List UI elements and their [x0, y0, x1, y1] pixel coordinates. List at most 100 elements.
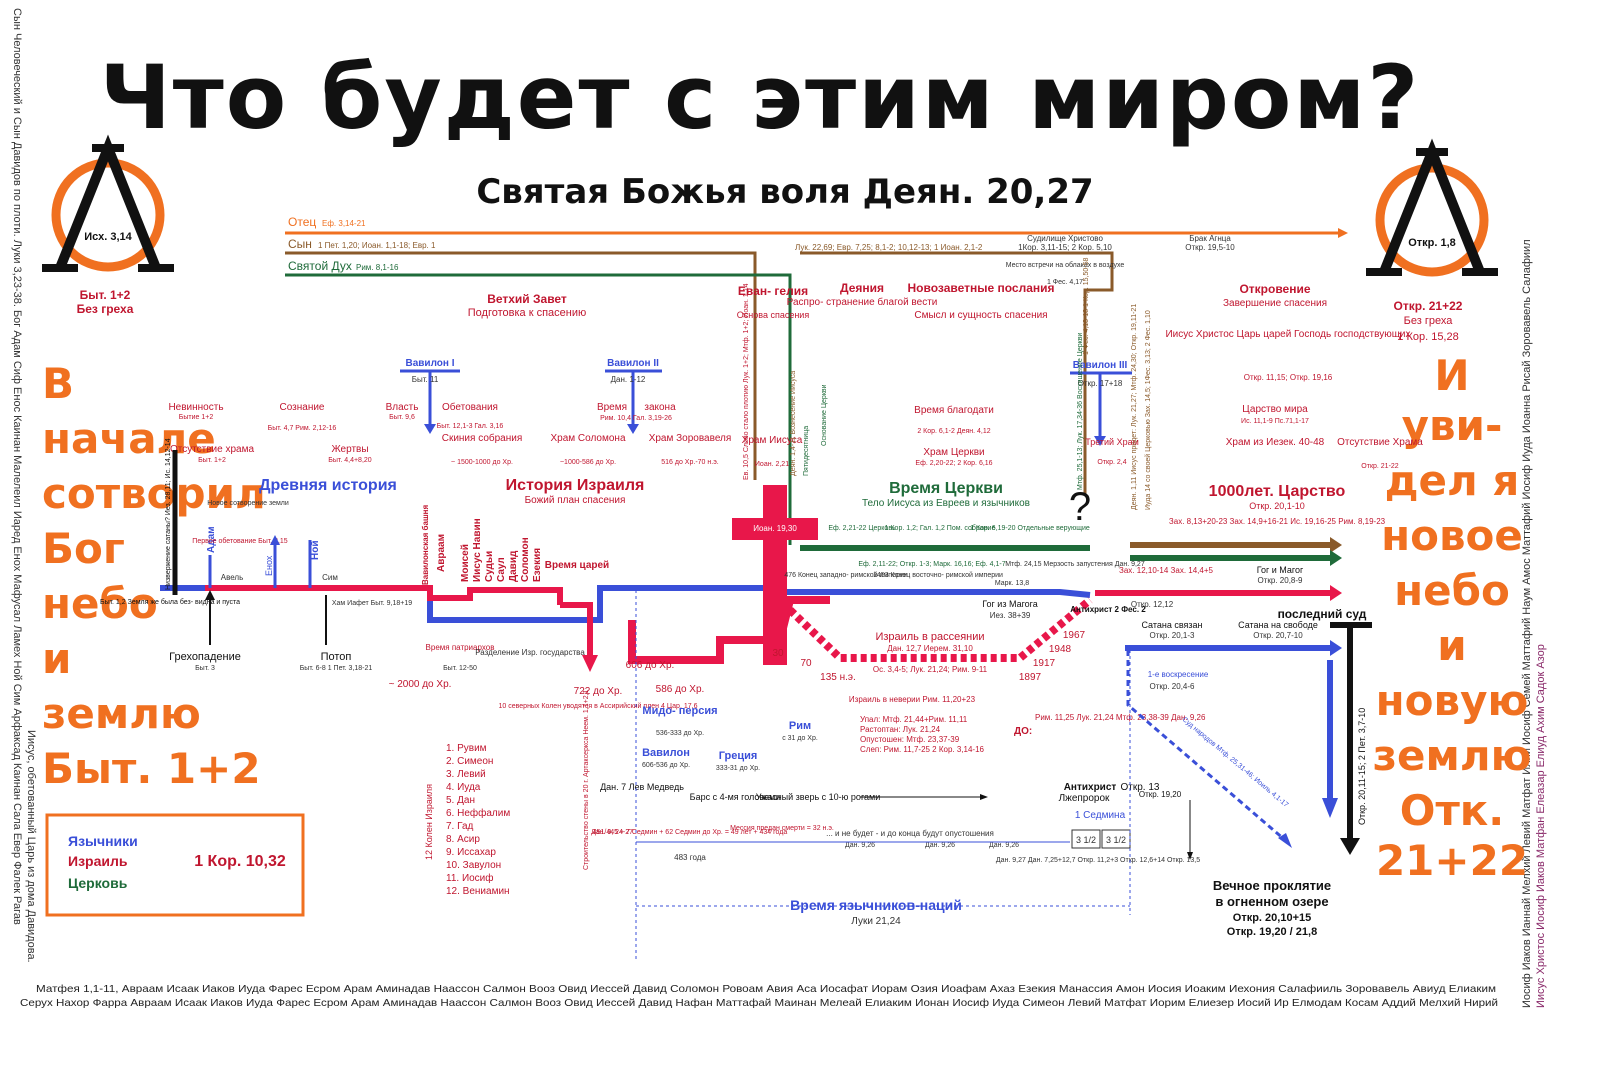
tribe-item: 8. Асир [446, 834, 480, 845]
son-long-ref: Лук. 22,69; Евр. 7,25; 8,1-2; 10,12-13; … [795, 243, 983, 252]
solomon: Соломон [520, 537, 531, 582]
new-creation: Новое сотворение земли [207, 500, 289, 507]
innocence: Невинность [168, 402, 223, 413]
kingdom-split: Разделение Изр. государства [475, 648, 585, 657]
right-big-line: небо [1394, 566, 1510, 615]
tabernacle: Скиния собрания [442, 432, 523, 444]
walls-ref: Строительство стены в 20 г. Артаксеркса … [583, 689, 590, 870]
law-ref: Рим. 10,4 Гал. 3,19-26 [600, 415, 672, 422]
half-week-1 [1071, 829, 1101, 849]
acts-sub: Распро- странение благой вести [787, 296, 938, 308]
right-big-line: землю [1373, 731, 1532, 780]
cross-dates: Ос. 3,4-5; Лук. 21,24; Рим. 9-11 [873, 665, 988, 674]
babel: Вавилонская башня [421, 505, 430, 585]
era-millennium: 1000лет. Царство [1209, 483, 1346, 500]
conscience-ref: Быт. 4,7 Рим. 2,12-16 [268, 425, 337, 432]
tribe-item: 7. Гад [446, 821, 474, 832]
pentecost-ref: Пятидесятница [803, 426, 810, 476]
refs-bottom: Дан. 9,27 Дан. 7,25+12,7 Откр. 11,2+3 От… [996, 857, 1200, 864]
genealogy-line-1: Матфея 1,1-11, Авраам Исаак Иаков Иуда Ф… [36, 983, 1496, 995]
alpha-right-caption-3: 1 Кор. 15,28 [1397, 331, 1458, 343]
third-temple: Третий Храм [1085, 437, 1139, 447]
law-time: Время [597, 402, 627, 413]
y722: 722 до Хр. [574, 686, 623, 697]
subtitle: Святая Божья воля Деян. 20,27 [476, 172, 1093, 212]
era-church-sub: Тело Иисуса из Евреев и язычников [862, 498, 1030, 509]
half-week-1-label: 3 1/2 [1076, 835, 1096, 845]
gog-ref: Иез. 38+39 [990, 611, 1031, 620]
flood-ref: Быт. 6-8 1 Пет. 3,18-21 [300, 665, 373, 672]
unbelief: Израиль в неверии Рим. 11,20+23 [849, 695, 976, 704]
empire-rome-ref: с 31 до Хр. [782, 735, 818, 742]
satan-bound-ref: Откр. 20,1-3 [1150, 631, 1196, 640]
dan-925: Дан. 9, 24-27 [591, 829, 633, 836]
tribe-item: 2. Симеон [446, 756, 493, 767]
nations-judgment-arrow-icon [1278, 833, 1292, 848]
son-label: Сын [288, 237, 312, 251]
gog: Гог из Магога [982, 599, 1038, 609]
right-vertical-genealogy: Иисус Христос Иосиф Иаков Матфан Елеазар… [1535, 644, 1547, 1008]
babylon-1: Вавилон I Быт. 11 [400, 358, 460, 434]
dispersion: Израиль в рассеянии [875, 631, 984, 643]
y135: 135 н.э. [820, 672, 856, 683]
left-vertical-genealogy: Сын Человеческий и Сын Давидов по плоти.… [11, 8, 23, 925]
main-title: Что будет с этим миром? [100, 46, 1421, 149]
church-ref-1: Еф. 2,21-22 Церковь [828, 525, 896, 532]
babylon-2: Вавилон II Дан. 1-12 [605, 358, 662, 434]
tribes-list: 1. Рувим 2. Симеон 3. Левий 4. Иуда 5. Д… [446, 743, 510, 897]
grace: Время благодати [914, 404, 994, 416]
eternal-line-3: Откр. 20,10+15 [1233, 912, 1311, 924]
satan-fall: Низвержение сатаны? Иез. 28,11; Ис. 14,1… [165, 438, 172, 590]
joshua: Иисус Навин [472, 518, 483, 582]
church-arrow-icon [1330, 550, 1342, 566]
antichrist-2: Антихрист 2 Фес. 2 [1070, 605, 1146, 614]
alpha-right-caption-2: Без греха [1404, 315, 1454, 327]
dan-926-3: Дан. 9,26 [989, 842, 1019, 849]
svg-text:Вавилон II: Вавилон II [607, 358, 659, 369]
leopard: Барс с 4-мя головами [690, 792, 781, 802]
second-coming-ref: Мтф. 25,1-13; Лук. 17,34-36 Восхищение Ц… [1077, 333, 1084, 490]
patriarchs: Время патриархов [426, 643, 495, 652]
messiah: Мессия предан смерти = 32 н.э. [730, 825, 834, 832]
left-big-line: и [42, 634, 71, 683]
son-line-2 [800, 251, 1114, 495]
abel: Авель [221, 573, 244, 582]
do-refs: Рим. 11,25 Лук. 21,24 Мтф. 23,38-39 Дан.… [1035, 713, 1206, 722]
opustoshen: Опустошен: Мтф. 23,37-39 [860, 735, 960, 744]
west-rome: 476 Конец западно- римской империи [784, 571, 907, 579]
antichrist-ref: Откр. 13 [1121, 782, 1160, 793]
moses: Моисей [460, 544, 471, 582]
ot-title: Ветхий Завет [487, 292, 567, 306]
ot-sub: Подготовка к спасению [468, 307, 586, 319]
jesus-temple-ref: Иоан. 2,21 [755, 461, 789, 468]
saul: Саул [496, 557, 507, 582]
sacrifices-ref: Быт. 4,4+8,20 [328, 457, 371, 464]
promise: Обетования [442, 401, 498, 413]
first-resurrection: 1-е воскресение [1148, 670, 1209, 679]
judges: Судьи [484, 551, 495, 582]
church-ref-2: 1 Кор. 1,2; Гал. 1,2 Пом. собрание [885, 524, 996, 532]
conscience: Сознание [279, 402, 324, 413]
y30: 30 [772, 648, 784, 659]
gog-2-ref: Откр. 20,8-9 [1258, 576, 1304, 585]
alpha-left-caption-1: Быт. 1+2 [80, 288, 131, 302]
left-big-line: небо [42, 579, 158, 628]
acts-title: Деяния [840, 281, 884, 295]
noah: Ной [310, 541, 321, 560]
right-big-text: И уви- дел я новое небо и новую землю От… [1373, 351, 1532, 885]
desolation: ... и не будет - и до конца будут опусто… [826, 829, 994, 838]
gospels-title: Еван- гелия [738, 284, 808, 298]
alpha-omega-right-icon: Откр. 1,8 [1366, 138, 1498, 277]
y722-sub: 10 северных Колен уводятся в Ассирийский… [499, 702, 698, 710]
empire-greece: Греция [719, 750, 758, 762]
gentiles-line [160, 585, 1091, 623]
kingdom: Царство мира [1242, 404, 1308, 415]
lion-bear: Дан. 7 Лев Медведь [600, 782, 684, 792]
son-line [285, 251, 757, 480]
first-resurrection-ref: Откр. 20,4-6 [1150, 682, 1196, 691]
tribe-item: 4. Иуда [446, 782, 481, 793]
zerub-temple-ref: 516 до Хр.-70 н.э. [661, 459, 718, 466]
right-big-line: И [1434, 351, 1469, 400]
jesus-king-ref: Откр. 11,15; Откр. 19,16 [1244, 373, 1333, 382]
alpha-right-caption-1: Откр. 21+22 [1394, 299, 1463, 313]
